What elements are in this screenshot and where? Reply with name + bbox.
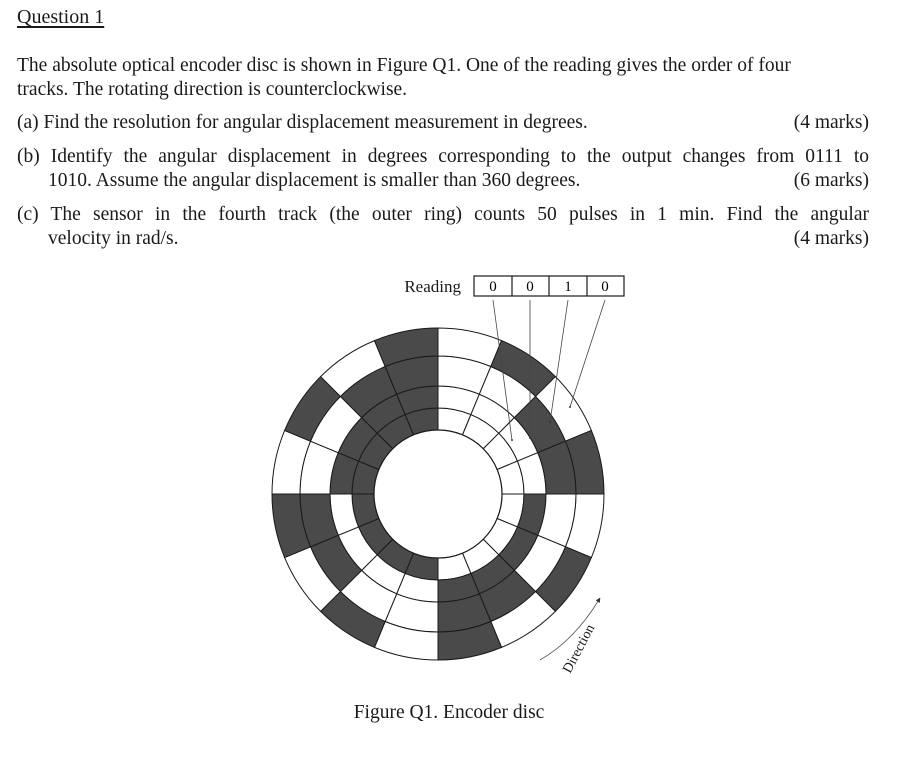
intro-line-2: tracks. The rotating direction is counte… (17, 79, 408, 100)
question-heading: Question 1 (17, 6, 105, 28)
reading-label: Reading (404, 277, 461, 296)
reading-bit-4: 0 (601, 279, 609, 295)
part-c-line-1: (c) The sensor in the fourth track (the … (17, 204, 869, 225)
reading-bit-2: 0 (526, 279, 534, 295)
reading-box: 0 0 1 0 (473, 275, 625, 297)
part-b: (b) Identify the angular displacement in… (17, 145, 869, 193)
part-b-line-2: 1010. Assume the angular displacement is… (48, 170, 581, 191)
part-a-text: (a) Find the resolution for angular disp… (17, 112, 588, 133)
disc-hub (373, 429, 503, 559)
question-intro: The absolute optical encoder disc is sho… (17, 54, 869, 102)
reading-bit-1: 0 (489, 279, 497, 295)
direction-arrow (539, 597, 601, 661)
part-b-marks: (6 marks) (793, 170, 869, 191)
direction-label: Direction (560, 622, 598, 676)
track-4-sector-16 (373, 327, 439, 368)
figure-caption: Figure Q1. Encoder disc (353, 702, 545, 723)
reading-bit-3: 1 (564, 279, 572, 295)
part-c-line-2: velocity in rad/s. (48, 228, 179, 249)
reading-pointers (492, 299, 606, 441)
part-b-line-1: (b) Identify the angular displacement in… (17, 146, 869, 167)
part-a-marks: (4 marks) (793, 112, 869, 133)
part-c: (c) The sensor in the fourth track (the … (17, 203, 869, 251)
intro-line-1: The absolute optical encoder disc is sho… (17, 55, 791, 76)
pointer-line-1 (492, 299, 513, 441)
part-a: (a) Find the resolution for angular disp… (17, 111, 869, 135)
pointer-line-4 (569, 299, 606, 408)
encoder-disc (271, 327, 605, 661)
pointer-line-3 (549, 299, 569, 423)
part-c-marks: (4 marks) (793, 228, 869, 249)
